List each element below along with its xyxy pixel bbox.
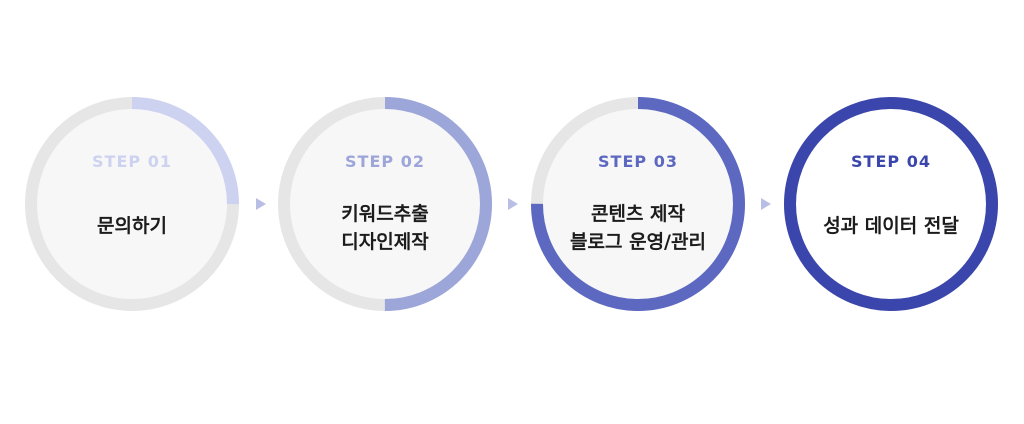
step-title-3-line-2: 블로그 운영/관리 xyxy=(570,231,706,253)
step-arrow-2 xyxy=(508,198,518,210)
step-arrow-3 xyxy=(761,198,771,210)
step-circle-4: STEP 04 성과 데이터 전달 xyxy=(783,96,999,312)
step-arrow-1 xyxy=(256,198,266,210)
step-title-3-line-1: 콘텐츠 제작 xyxy=(590,203,685,225)
step-ring-3 xyxy=(531,97,745,311)
step-ring-1 xyxy=(25,97,239,311)
step-label-2: STEP 02 xyxy=(345,152,425,171)
step-title-2-line-2: 디자인제작 xyxy=(341,231,429,253)
step-circle-1: STEP 01 문의하기 xyxy=(24,96,240,312)
step-inner-fill-2 xyxy=(284,103,486,305)
step-progress-arc-2 xyxy=(278,97,492,311)
step-label-3: STEP 03 xyxy=(598,152,678,171)
step-title-3: 콘텐츠 제작 블로그 운영/관리 xyxy=(530,200,746,256)
step-title-4-line-1: 성과 데이터 전달 xyxy=(823,215,959,237)
step-ring-4 xyxy=(784,97,998,311)
step-circle-2: STEP 02 키워드추출 디자인제작 xyxy=(277,96,493,312)
step-title-1-line-1: 문의하기 xyxy=(97,215,167,237)
step-title-2-line-1: 키워드추출 xyxy=(341,203,429,225)
step-label-1: STEP 01 xyxy=(92,152,172,171)
step-progress-arc-3 xyxy=(531,97,745,311)
step-inner-fill-3 xyxy=(537,103,739,305)
step-label-4: STEP 04 xyxy=(851,152,931,171)
step-title-1: 문의하기 xyxy=(24,212,240,240)
step-progress-arc-4 xyxy=(784,97,998,311)
step-title-4: 성과 데이터 전달 xyxy=(783,212,999,240)
step-ring-2 xyxy=(278,97,492,311)
step-circle-3: STEP 03 콘텐츠 제작 블로그 운영/관리 xyxy=(530,96,746,312)
step-title-2: 키워드추출 디자인제작 xyxy=(277,200,493,256)
step-progress-arc-1 xyxy=(25,97,239,311)
step-inner-fill-1 xyxy=(31,103,233,305)
step-inner-fill-4 xyxy=(790,103,992,305)
